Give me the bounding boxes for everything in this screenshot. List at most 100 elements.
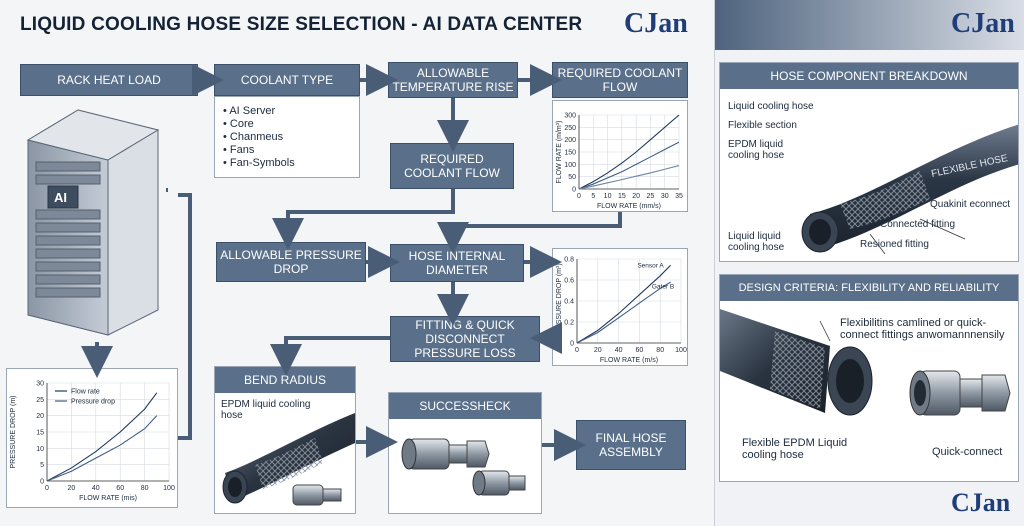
coolant-type-list-panel: • AI Server • Core • Chanmeus • Fans • F…	[214, 96, 360, 178]
x-tick-label: 0	[577, 193, 581, 200]
coolant-item: • Core	[223, 118, 254, 130]
breakdown-label-quick: Quakinit econnect	[930, 199, 1011, 210]
series-line	[578, 114, 680, 190]
x-axis-label: FLOW RATE (mis)	[79, 495, 137, 502]
y-tick-label: 10	[36, 446, 44, 453]
hose-breakdown-illustration: FLEXIBLE HOSE	[801, 124, 1018, 255]
series-line	[576, 264, 671, 344]
box-rack-heat-load: RACK HEAT LOAD	[20, 64, 198, 96]
x-tick-label: 35	[675, 193, 683, 200]
breakdown-label-liquid: Liquid liquid cooling hose	[728, 231, 785, 253]
coolant-item: • Chanmeus	[223, 131, 284, 143]
y-axis-label: PRESSURE DROP (m³)	[556, 263, 563, 338]
y-tick-label: 150	[564, 150, 576, 157]
legend-entry: Flow rate	[71, 389, 100, 396]
criteria-header: DESIGN CRITERIA: FLEXIBILITY AND RELIABI…	[720, 275, 1018, 301]
x-tick-label: 20	[594, 347, 602, 354]
box-fitting-pressure-loss: FITTING & QUICK DISCONNECT PRESSURE LOSS	[390, 316, 540, 362]
logo-footer: CJan	[951, 488, 1011, 517]
x-tick-label: 100	[163, 485, 175, 492]
x-tick-label: 80	[656, 347, 664, 354]
x-tick-label: 100	[675, 347, 687, 354]
y-tick-label: 15	[36, 430, 44, 437]
bend-radius-header: BEND RADIUS	[215, 367, 355, 393]
breakdown-header: HOSE COMPONENT BREAKDOWN	[720, 63, 1018, 89]
x-tick-label: 40	[92, 485, 100, 492]
y-tick-label: 100	[564, 162, 576, 169]
y-tick-label: 0	[572, 187, 576, 194]
box-allowable-pressure-drop: ALLOWABLE PRESSURE DROP	[216, 242, 366, 282]
coolant-item: • Fans	[223, 144, 255, 156]
y-axis-label: PRESSURE DROP (m)	[10, 396, 17, 469]
quick-connect-fittings-illustration	[401, 438, 526, 496]
y-tick-label: 300	[564, 113, 576, 120]
y-tick-label: 0	[570, 341, 574, 348]
y-tick-label: 50	[568, 174, 576, 181]
series-line	[578, 165, 680, 190]
coolant-type-list: • AI Server • Core • Chanmeus • Fans • F…	[223, 105, 295, 170]
breakdown-label-epdm: EPDM liquid cooling hose	[728, 139, 785, 161]
box-hose-internal-diameter: HOSE INTERNAL DIAMETER	[390, 244, 524, 282]
x-tick-label: 40	[615, 347, 623, 354]
x-tick-label: 25	[647, 193, 655, 200]
criteria-note: Flexibilitins camlined or quick-connect …	[840, 317, 1005, 341]
page-title: LIQUID COOLING HOSE SIZE SELECTION - AI …	[20, 14, 583, 35]
x-tick-label: 0	[575, 347, 579, 354]
bend-radius-caption: EPDM liquid cooling hose	[221, 399, 311, 421]
series-line	[576, 281, 671, 344]
x-axis-label: FLOW RATE (mm/s)	[597, 203, 661, 210]
breakdown-label-hose: Liquid cooling hose	[728, 101, 814, 112]
x-tick-label: 60	[636, 347, 644, 354]
box-required-coolant-flow-top: REQUIRED COOLANT FLOW	[552, 62, 688, 98]
box-required-coolant-flow: REQUIRED COOLANT FLOW	[390, 143, 514, 189]
y-axis-label: FLOW RATE (m/m³)	[556, 121, 563, 184]
bend-radius-hose-illustration	[222, 413, 355, 506]
y-tick-label: 20	[36, 413, 44, 420]
x-tick-label: 20	[632, 193, 640, 200]
logo-header: CJan	[624, 8, 688, 39]
logo-right: CJan	[951, 8, 1015, 39]
rack-ai-label: AI	[54, 190, 67, 205]
y-tick-label: 0.4	[564, 299, 574, 306]
series-line	[46, 415, 158, 482]
y-tick-label: 0.2	[564, 320, 574, 327]
box-coolant-type: COOLANT TYPE	[214, 64, 360, 96]
box-allowable-temperature-rise: ALLOWABLE TEMPERATURE RISE	[388, 62, 518, 98]
breakdown-label-resioned: Resioned fitting	[860, 239, 929, 250]
breakdown-label-flexible: Flexible section	[728, 120, 797, 131]
box-final-hose-assembly: FINAL HOSE ASSEMBLY	[576, 420, 686, 470]
y-tick-label: 30	[36, 381, 44, 388]
series-line	[578, 141, 680, 190]
right-header-band	[715, 0, 1024, 50]
successheck-header: SUCCESSHECK	[389, 393, 541, 419]
x-tick-label: 30	[661, 193, 669, 200]
criteria-qc-label: Quick-connect	[932, 446, 1003, 458]
x-tick-label: 20	[68, 485, 76, 492]
y-tick-label: 250	[564, 125, 576, 132]
x-tick-label: 80	[141, 485, 149, 492]
bend-radius-panel: BEND RADIUS EPDM liquid cooling hose	[214, 366, 356, 514]
x-axis-label: FLOW RATE (m/s)	[600, 357, 658, 364]
y-tick-label: 0.6	[564, 278, 574, 285]
x-tick-label: 0	[45, 485, 49, 492]
x-tick-label: 60	[116, 485, 124, 492]
breakdown-panel: HOSE COMPONENT BREAKDOWN FLEXIBLE HOSE L…	[719, 62, 1019, 262]
x-tick-label: 15	[618, 193, 626, 200]
y-tick-label: 0	[40, 479, 44, 486]
y-tick-label: 25	[36, 397, 44, 404]
y-tick-label: 200	[564, 137, 576, 144]
criteria-panel: DESIGN CRITERIA: FLEXIBILITY AND RELIABI…	[719, 274, 1019, 482]
breakdown-label-connected: Connected fitting	[880, 219, 956, 230]
coolant-item: • AI Server	[223, 105, 276, 117]
series-label: Gater B	[652, 283, 674, 290]
y-tick-label: 5	[40, 462, 44, 469]
right-column: CJan HOSE COMPONENT BREAKDOWN FLEXIBLE H…	[714, 0, 1024, 526]
server-rack-illustration: AI	[26, 109, 168, 336]
legend-entry: Pressure drop	[71, 399, 115, 406]
